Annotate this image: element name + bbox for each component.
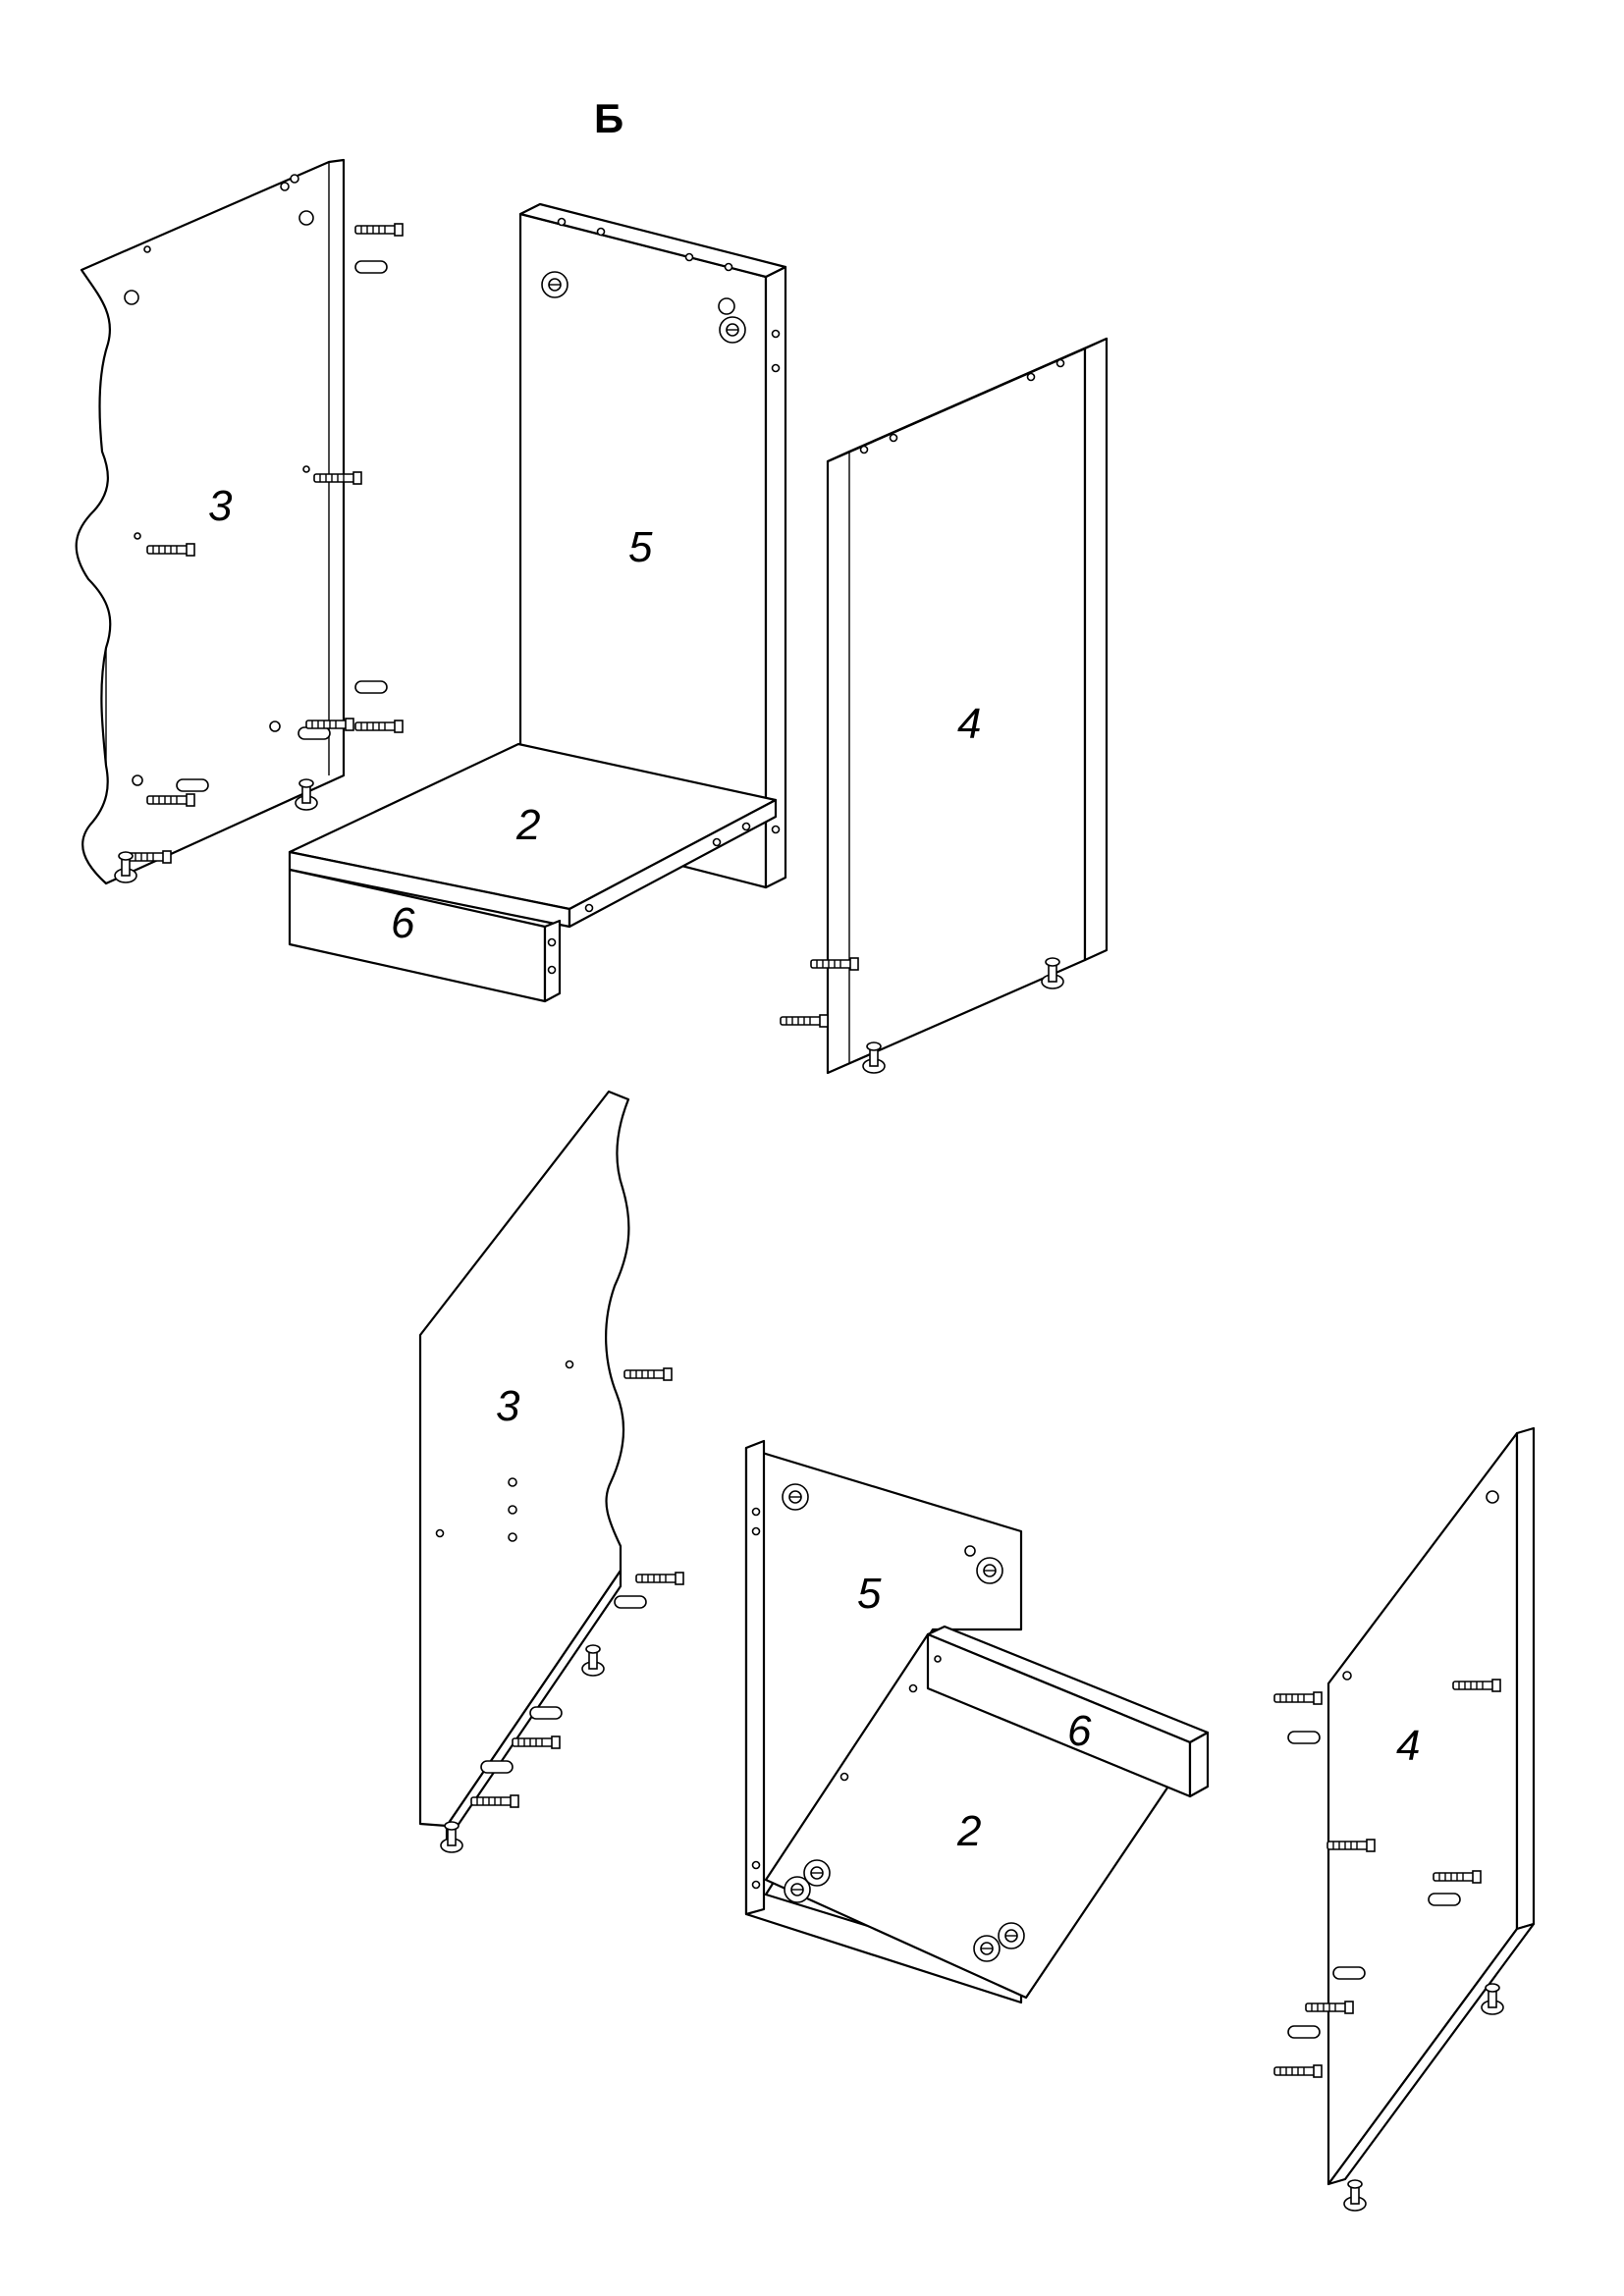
top-panel-5-label: 5 bbox=[628, 523, 653, 571]
bottom-panel-5: 5 bbox=[744, 1439, 1023, 2004]
bottom-part-2-label: 2 bbox=[956, 1807, 981, 1855]
top-assembly: 3 5 2 bbox=[75, 158, 1109, 1075]
top-part-2: 2 bbox=[288, 742, 778, 929]
top-panel-4-label: 4 bbox=[957, 700, 981, 748]
bottom-panel-4: 4 bbox=[1273, 1426, 1536, 2212]
top-panel-5: 5 bbox=[518, 202, 787, 889]
bottom-assembly: 3 5 2 bbox=[418, 1090, 1536, 2212]
top-panel-3-label: 3 bbox=[208, 482, 233, 530]
diagram-title: Б bbox=[594, 95, 623, 141]
top-part-2-label: 2 bbox=[515, 801, 540, 849]
bottom-panel-3: 3 bbox=[418, 1090, 684, 1853]
bottom-panel-4-label: 4 bbox=[1396, 1722, 1420, 1770]
top-panel-3: 3 bbox=[75, 158, 404, 885]
bottom-part-6-label: 6 bbox=[1067, 1707, 1092, 1755]
top-part-6: 6 bbox=[288, 868, 562, 1003]
top-panel-4: 4 bbox=[780, 337, 1109, 1075]
bottom-panel-5-label: 5 bbox=[857, 1570, 882, 1618]
bottom-panel-3-label: 3 bbox=[496, 1382, 520, 1430]
bottom-part-6: 6 bbox=[926, 1625, 1210, 1798]
top-part-6-label: 6 bbox=[391, 899, 415, 947]
